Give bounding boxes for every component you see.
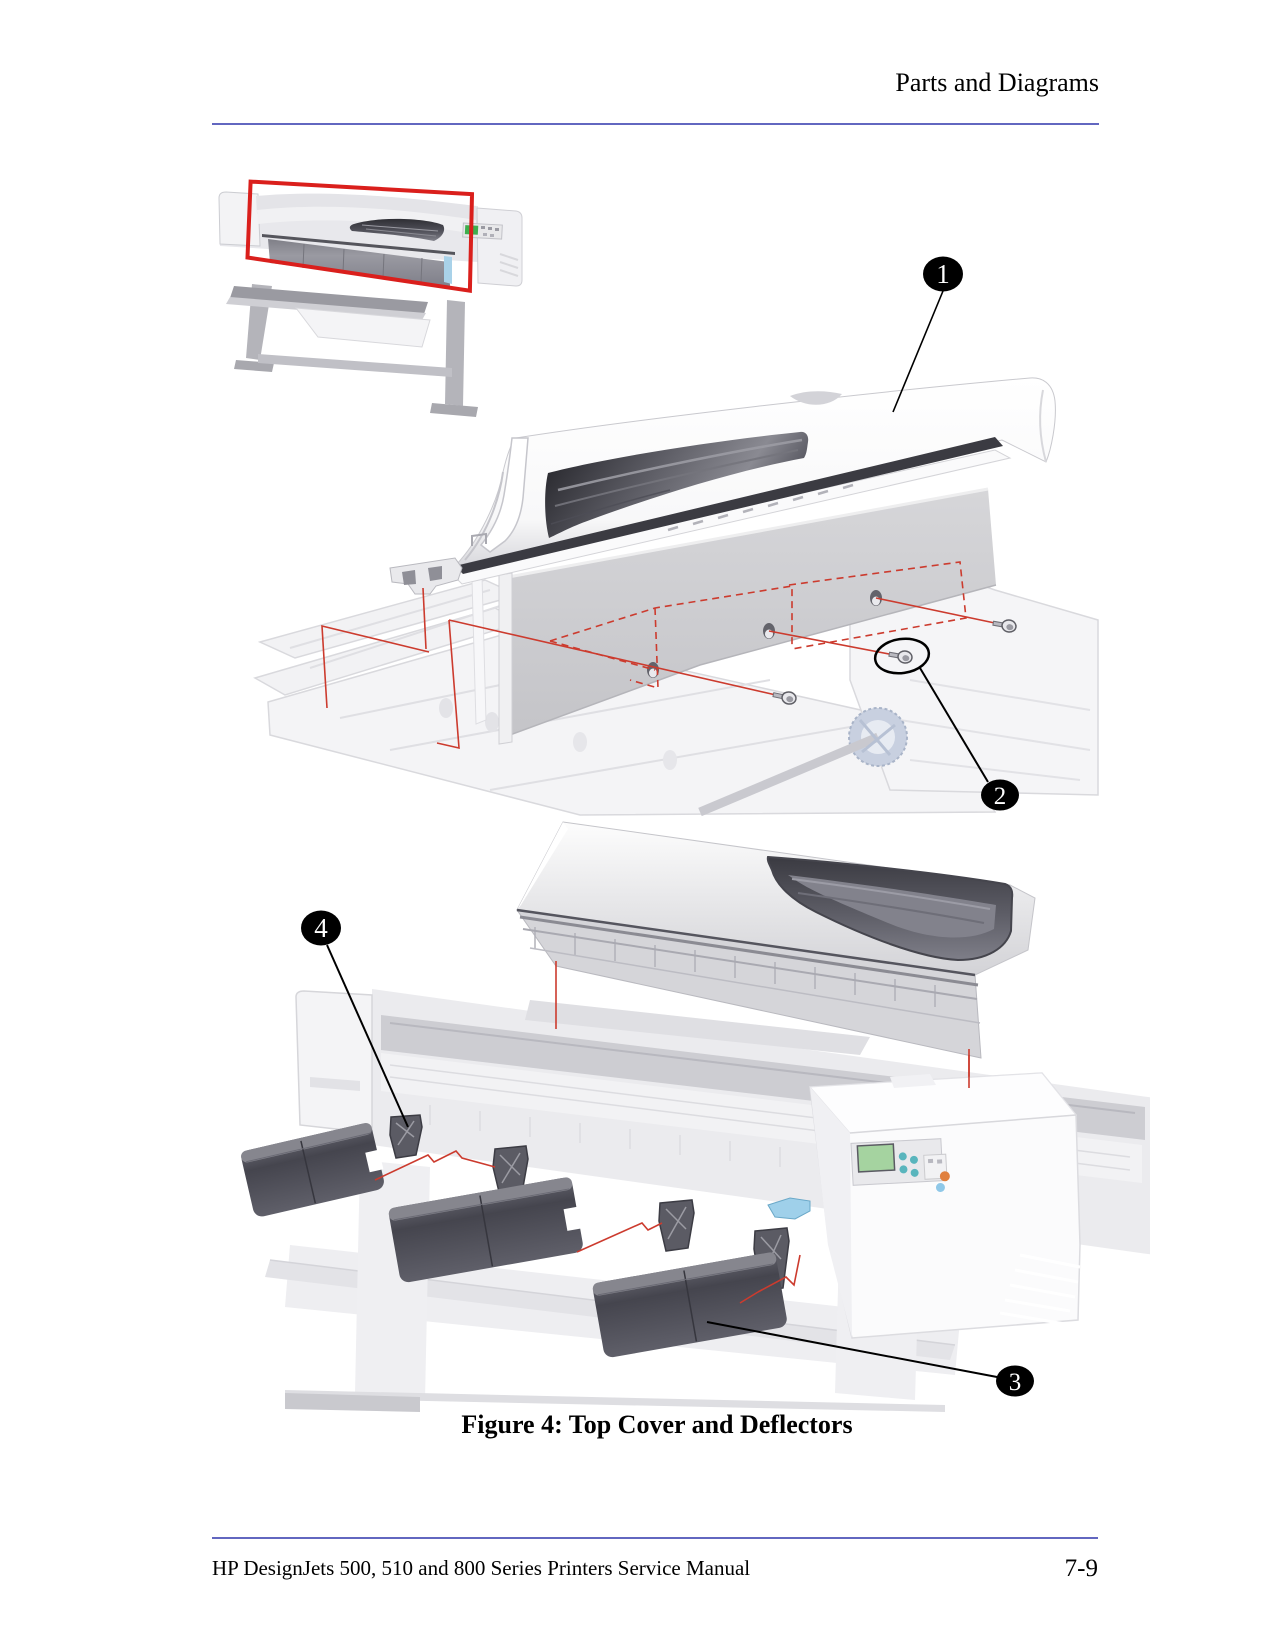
svg-text:3: 3	[1009, 1369, 1022, 1396]
svg-text:4: 4	[314, 913, 328, 943]
svg-text:1: 1	[936, 259, 950, 289]
svg-text:2: 2	[994, 783, 1007, 810]
